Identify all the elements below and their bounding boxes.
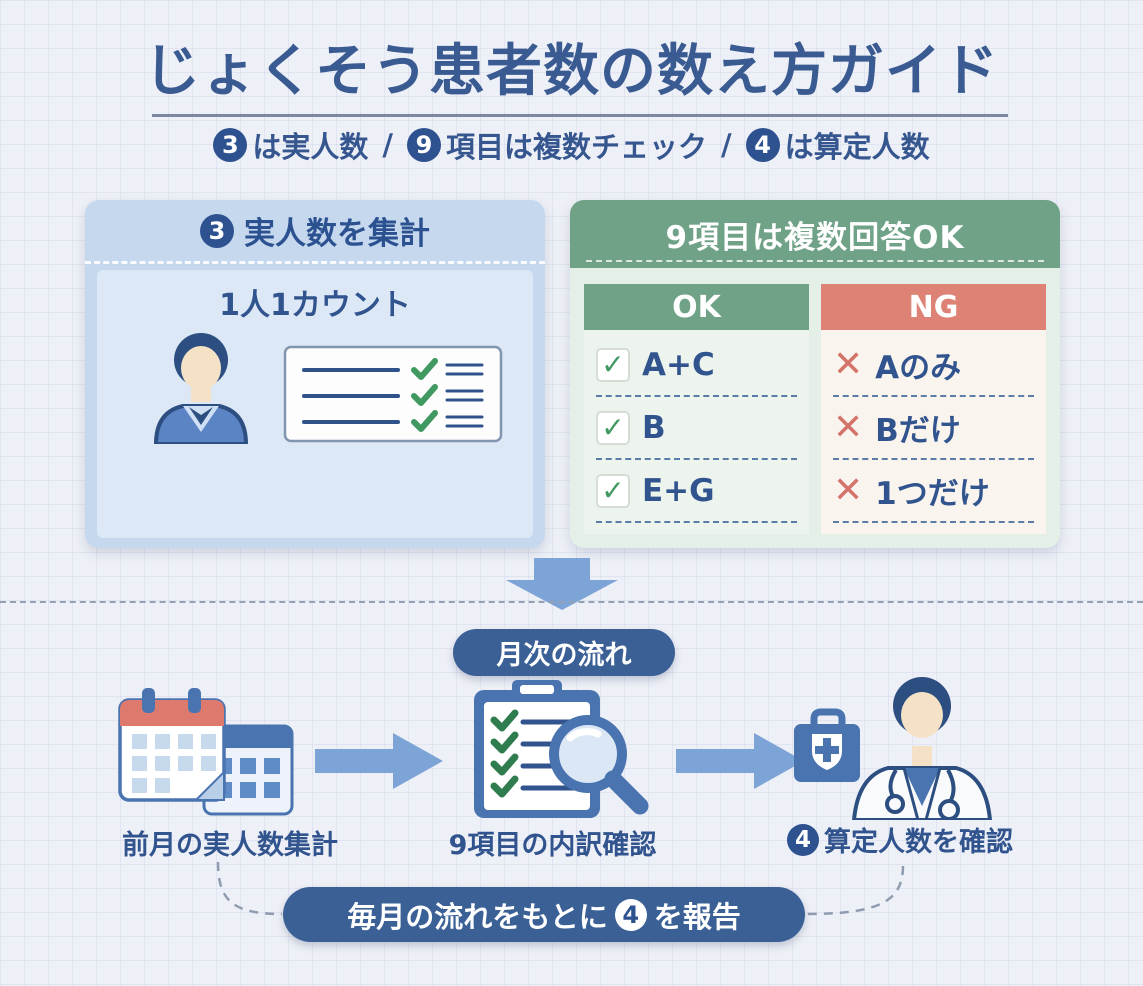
monthly-flow-pill: 月次の流れ — [453, 629, 675, 676]
multi-answer-panel-body: OK ✓ A+C ✓ B ✓ E+G NG — [570, 268, 1060, 548]
report-pill-suffix: を報告 — [653, 899, 741, 934]
page-title: じょくそう患者数の数え方ガイド — [144, 39, 999, 104]
actual-count-heading: 実人数を集計 — [244, 216, 430, 252]
cross-icon: ✕ — [833, 343, 864, 385]
multi-answer-panel: 9項目は複数回答OK OK ✓ A+C ✓ B ✓ E+G — [570, 200, 1060, 548]
multi-answer-panel-header: 9項目は複数回答OK — [570, 200, 1060, 268]
ng-item-label: 1つだけ — [875, 476, 990, 512]
ng-column-header: NG — [821, 284, 1046, 330]
ng-column-body: ✕ Aのみ ✕ Bだけ ✕ 1つだけ — [821, 330, 1046, 534]
ng-item-label: Bだけ — [875, 413, 961, 449]
circled-4-badge: 4 — [745, 128, 780, 162]
checklist-card-icon — [283, 345, 502, 443]
calendar-icon — [118, 688, 294, 816]
step3-label: 4 算定人数を確認 — [780, 820, 1020, 859]
check-icon: ✓ — [596, 410, 630, 445]
subtitle-separator: / — [721, 128, 732, 162]
ok-column-body: ✓ A+C ✓ B ✓ E+G — [584, 330, 809, 534]
cross-icon: ✕ — [833, 406, 864, 448]
ok-item-row: ✓ B — [596, 397, 797, 460]
cross-icon: ✕ — [833, 469, 864, 511]
ok-column: OK ✓ A+C ✓ B ✓ E+G — [584, 284, 809, 534]
title-divider — [152, 114, 1008, 117]
ok-item-label: E+G — [642, 472, 715, 509]
actual-count-panel-body: 1人1カウント — [97, 270, 533, 538]
subtitle-separator: / — [382, 128, 393, 162]
ok-item-row: ✓ A+C — [596, 334, 797, 397]
ok-column-header: OK — [584, 284, 809, 330]
doctor-icon — [794, 677, 993, 820]
ok-item-label: B — [642, 409, 666, 446]
subtitle-seg1: は実人数 — [252, 130, 369, 164]
circled-3-badge: 3 — [200, 213, 234, 248]
actual-count-panel: 3 実人数を集計 1人1カウント — [85, 200, 545, 548]
subtitle-seg2: 項目は複数チェック — [445, 130, 707, 164]
ng-item-row: ✕ Bだけ — [833, 397, 1034, 460]
one-person-one-count-caption: 1人1カウント — [219, 288, 411, 323]
right-arrow-icon — [676, 733, 804, 789]
circled-4-badge: 4 — [787, 823, 819, 856]
ng-column: NG ✕ Aのみ ✕ Bだけ ✕ 1つだけ — [821, 284, 1046, 534]
check-icon: ✓ — [596, 347, 630, 382]
circled-9-badge: 9 — [406, 128, 441, 162]
subtitle: 3 は実人数 / 9 項目は複数チェック / 4 は算定人数 — [0, 124, 1143, 166]
ng-item-row: ✕ Aのみ — [833, 334, 1034, 397]
ng-item-label: Aのみ — [875, 350, 962, 386]
actual-count-panel-header: 3 実人数を集計 — [85, 200, 545, 264]
checklist-magnifier-icon — [474, 680, 649, 818]
check-icon: ✓ — [596, 473, 630, 508]
ng-item-row: ✕ 1つだけ — [833, 460, 1034, 523]
right-arrow-icon — [315, 733, 443, 789]
step1-label: 前月の実人数集計 — [122, 830, 338, 861]
section-divider — [0, 601, 1143, 603]
report-pill-prefix: 毎月の流れをもとに — [347, 899, 608, 934]
down-arrow-icon — [506, 558, 618, 610]
person-avatar-icon — [154, 333, 249, 446]
circled-3-badge: 3 — [213, 128, 248, 162]
step3-label-text: 算定人数を確認 — [824, 827, 1013, 858]
circled-4-inverse-badge: 4 — [614, 898, 647, 931]
ok-item-row: ✓ E+G — [596, 460, 797, 523]
subtitle-seg3: は算定人数 — [784, 130, 930, 164]
ok-item-label: A+C — [642, 346, 715, 383]
report-pill: 毎月の流れをもとに 4 を報告 — [283, 887, 805, 942]
step2-label: 9項目の内訳確認 — [448, 830, 657, 861]
